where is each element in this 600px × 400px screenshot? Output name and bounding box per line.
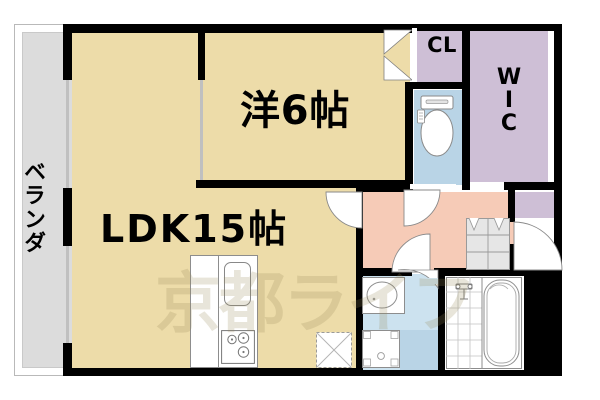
wall-hall-bottom-right	[434, 268, 562, 276]
wall-toilet-left	[405, 84, 413, 190]
wall-left-mid	[63, 188, 72, 246]
door-hall-to-bedroom[interactable]	[403, 189, 450, 230]
door-to-washroom[interactable]	[390, 269, 439, 292]
wall-right-outer	[554, 24, 562, 190]
door-hall-to-ldk[interactable]	[318, 191, 363, 232]
wall-washroom-left	[356, 276, 363, 370]
balcony-sliding-door-upper	[66, 80, 69, 188]
wall-top-main	[72, 24, 412, 33]
door-to-toilet[interactable]	[408, 184, 458, 210]
wic-label-c: C	[500, 111, 518, 137]
wall-bath-right	[524, 276, 562, 370]
wall-bottom-main	[63, 368, 362, 376]
wic-room	[470, 30, 548, 185]
wall-cl-toilet-divider	[405, 82, 465, 89]
wic-label: W I C	[470, 66, 548, 135]
shoe-cabinet	[466, 217, 510, 270]
door-hall-lower[interactable]	[384, 230, 431, 273]
wall-entry-right	[554, 190, 562, 276]
wall-hall-left	[356, 190, 363, 276]
closet-label: CL	[427, 33, 457, 57]
wall-bottom-right	[356, 370, 562, 376]
balcony-sliding-door-lower	[66, 246, 69, 343]
bathroom-unit	[446, 277, 522, 369]
refrigerator-space	[316, 332, 352, 368]
wall-entry-divider	[508, 190, 515, 222]
wall-wic-left	[462, 24, 470, 190]
western-room-label: 洋6帖	[240, 88, 351, 134]
washing-machine-pan	[362, 330, 400, 368]
western-room	[205, 32, 410, 184]
western-sliding-door	[200, 80, 203, 180]
washroom-lower-shade	[400, 330, 440, 376]
closet-folding-door[interactable]	[383, 28, 417, 84]
wall-left-lower	[63, 343, 72, 376]
wall-washroom-bath-divider	[438, 276, 445, 370]
wall-left-upper	[63, 24, 72, 80]
kitchen-counter-divider	[218, 255, 219, 368]
kitchen-sink	[224, 262, 251, 306]
wall-western-left-upper	[198, 28, 205, 80]
entry-front-door[interactable]	[513, 221, 566, 272]
washroom-door-shade	[420, 278, 438, 284]
vanity-sink	[362, 277, 405, 314]
wall-wic-bottom	[504, 182, 562, 190]
balcony-label: ベランダ	[20, 160, 45, 256]
closet-room	[414, 30, 464, 82]
wall-top-right	[406, 24, 562, 31]
gas-stove	[221, 330, 255, 364]
wall-western-bottom	[196, 180, 410, 188]
wall-bedroom-right	[405, 24, 413, 32]
wall-hall-top	[356, 184, 412, 192]
wic-label-i: I	[504, 88, 514, 114]
wic-label-w: W	[496, 65, 522, 90]
wic-doorway[interactable]	[470, 182, 504, 190]
ldk-room-label: LDK15帖	[100, 207, 289, 251]
wall-entry-divider-lower	[508, 244, 515, 276]
toilet-bowl	[417, 95, 454, 157]
wall-hall-bottom	[356, 268, 412, 276]
